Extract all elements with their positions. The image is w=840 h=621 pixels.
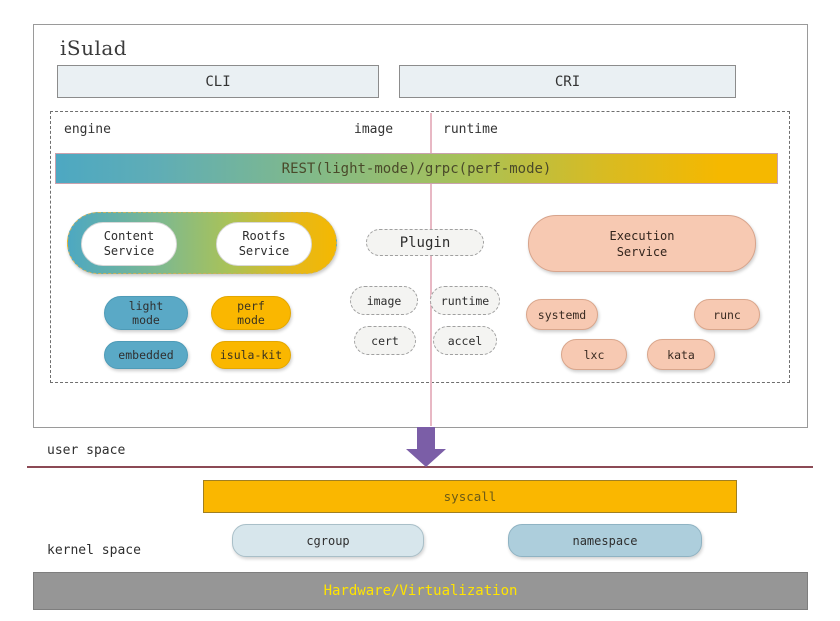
pill-perf-mode[interactable]: perf mode <box>211 296 291 330</box>
content-service-line2: Service <box>103 244 155 258</box>
syscall-arrow-icon <box>406 427 446 467</box>
hardware-virtualization-bar: Hardware/Virtualization <box>33 572 808 610</box>
interface-box-cli[interactable]: CLI <box>57 65 379 98</box>
rootfs-service-box[interactable]: Rootfs Service <box>216 222 312 266</box>
interface-box-cri[interactable]: CRI <box>399 65 736 98</box>
plugin-runtime-label: runtime <box>440 293 490 308</box>
page-title: iSulad <box>60 36 128 60</box>
pill-embedded[interactable]: embedded <box>104 341 188 369</box>
pill-light-mode-line2: mode <box>132 313 160 327</box>
content-service-line1: Content <box>103 229 155 243</box>
plugin-image-label: image <box>366 293 402 308</box>
plugin-cert[interactable]: cert <box>354 326 416 355</box>
runtime-lxc[interactable]: lxc <box>561 339 627 370</box>
column-label-runtime: runtime <box>443 122 498 137</box>
plugin-label: Plugin <box>399 234 451 251</box>
pill-isula-kit[interactable]: isula-kit <box>211 341 291 369</box>
kernel-space-label: kernel space <box>47 543 141 558</box>
runtime-kata[interactable]: kata <box>647 339 715 370</box>
user-space-label: user space <box>47 443 126 458</box>
kernel-component-cgroup[interactable]: cgroup <box>232 524 424 557</box>
engine-container <box>50 111 790 383</box>
pill-perf-mode-line2: mode <box>237 313 265 327</box>
runtime-runc[interactable]: runc <box>694 299 760 330</box>
column-divider-line <box>430 113 432 426</box>
plugin-image[interactable]: image <box>350 286 418 315</box>
rootfs-service-line1: Rootfs <box>242 229 286 243</box>
kernel-cgroup-label: cgroup <box>306 533 350 548</box>
syscall-bar: syscall <box>203 480 737 513</box>
pill-light-mode-line1: light <box>128 299 164 313</box>
kernel-namespace-label: namespace <box>572 533 638 548</box>
content-service-box[interactable]: Content Service <box>81 222 177 266</box>
pill-embedded-label: embedded <box>118 348 174 362</box>
execution-service-line2: Service <box>616 244 668 259</box>
plugin-runtime[interactable]: runtime <box>430 286 500 315</box>
interface-label-cli: CLI <box>205 73 231 90</box>
hardware-label: Hardware/Virtualization <box>323 583 518 599</box>
plugin-cert-label: cert <box>371 333 399 348</box>
syscall-label: syscall <box>443 489 497 504</box>
column-label-image: image <box>354 122 394 137</box>
kernel-component-namespace[interactable]: namespace <box>508 524 702 557</box>
execution-service-box[interactable]: Execution Service <box>528 215 756 272</box>
runtime-systemd[interactable]: systemd <box>526 299 598 330</box>
rootfs-service-line2: Service <box>238 244 290 258</box>
interface-label-cri: CRI <box>554 73 581 90</box>
pill-isula-kit-label: isula-kit <box>219 348 283 362</box>
plugin-accel-label: accel <box>447 333 483 348</box>
execution-service-line1: Execution <box>609 228 675 243</box>
plugin-box[interactable]: Plugin <box>366 229 484 256</box>
rest-grpc-bar: REST(light-mode)/grpc(perf-mode) <box>55 153 778 184</box>
runtime-lxc-label: lxc <box>583 347 605 362</box>
rest-grpc-label: REST(light-mode)/grpc(perf-mode) <box>281 160 552 177</box>
runtime-systemd-label: systemd <box>537 307 587 322</box>
service-group: Content Service Rootfs Service <box>67 212 337 274</box>
user-kernel-divider <box>27 466 813 468</box>
runtime-runc-label: runc <box>713 307 741 322</box>
column-label-engine: engine <box>64 122 111 137</box>
plugin-accel[interactable]: accel <box>433 326 497 355</box>
runtime-kata-label: kata <box>667 347 695 362</box>
pill-light-mode[interactable]: light mode <box>104 296 188 330</box>
pill-perf-mode-line1: perf <box>237 299 265 313</box>
